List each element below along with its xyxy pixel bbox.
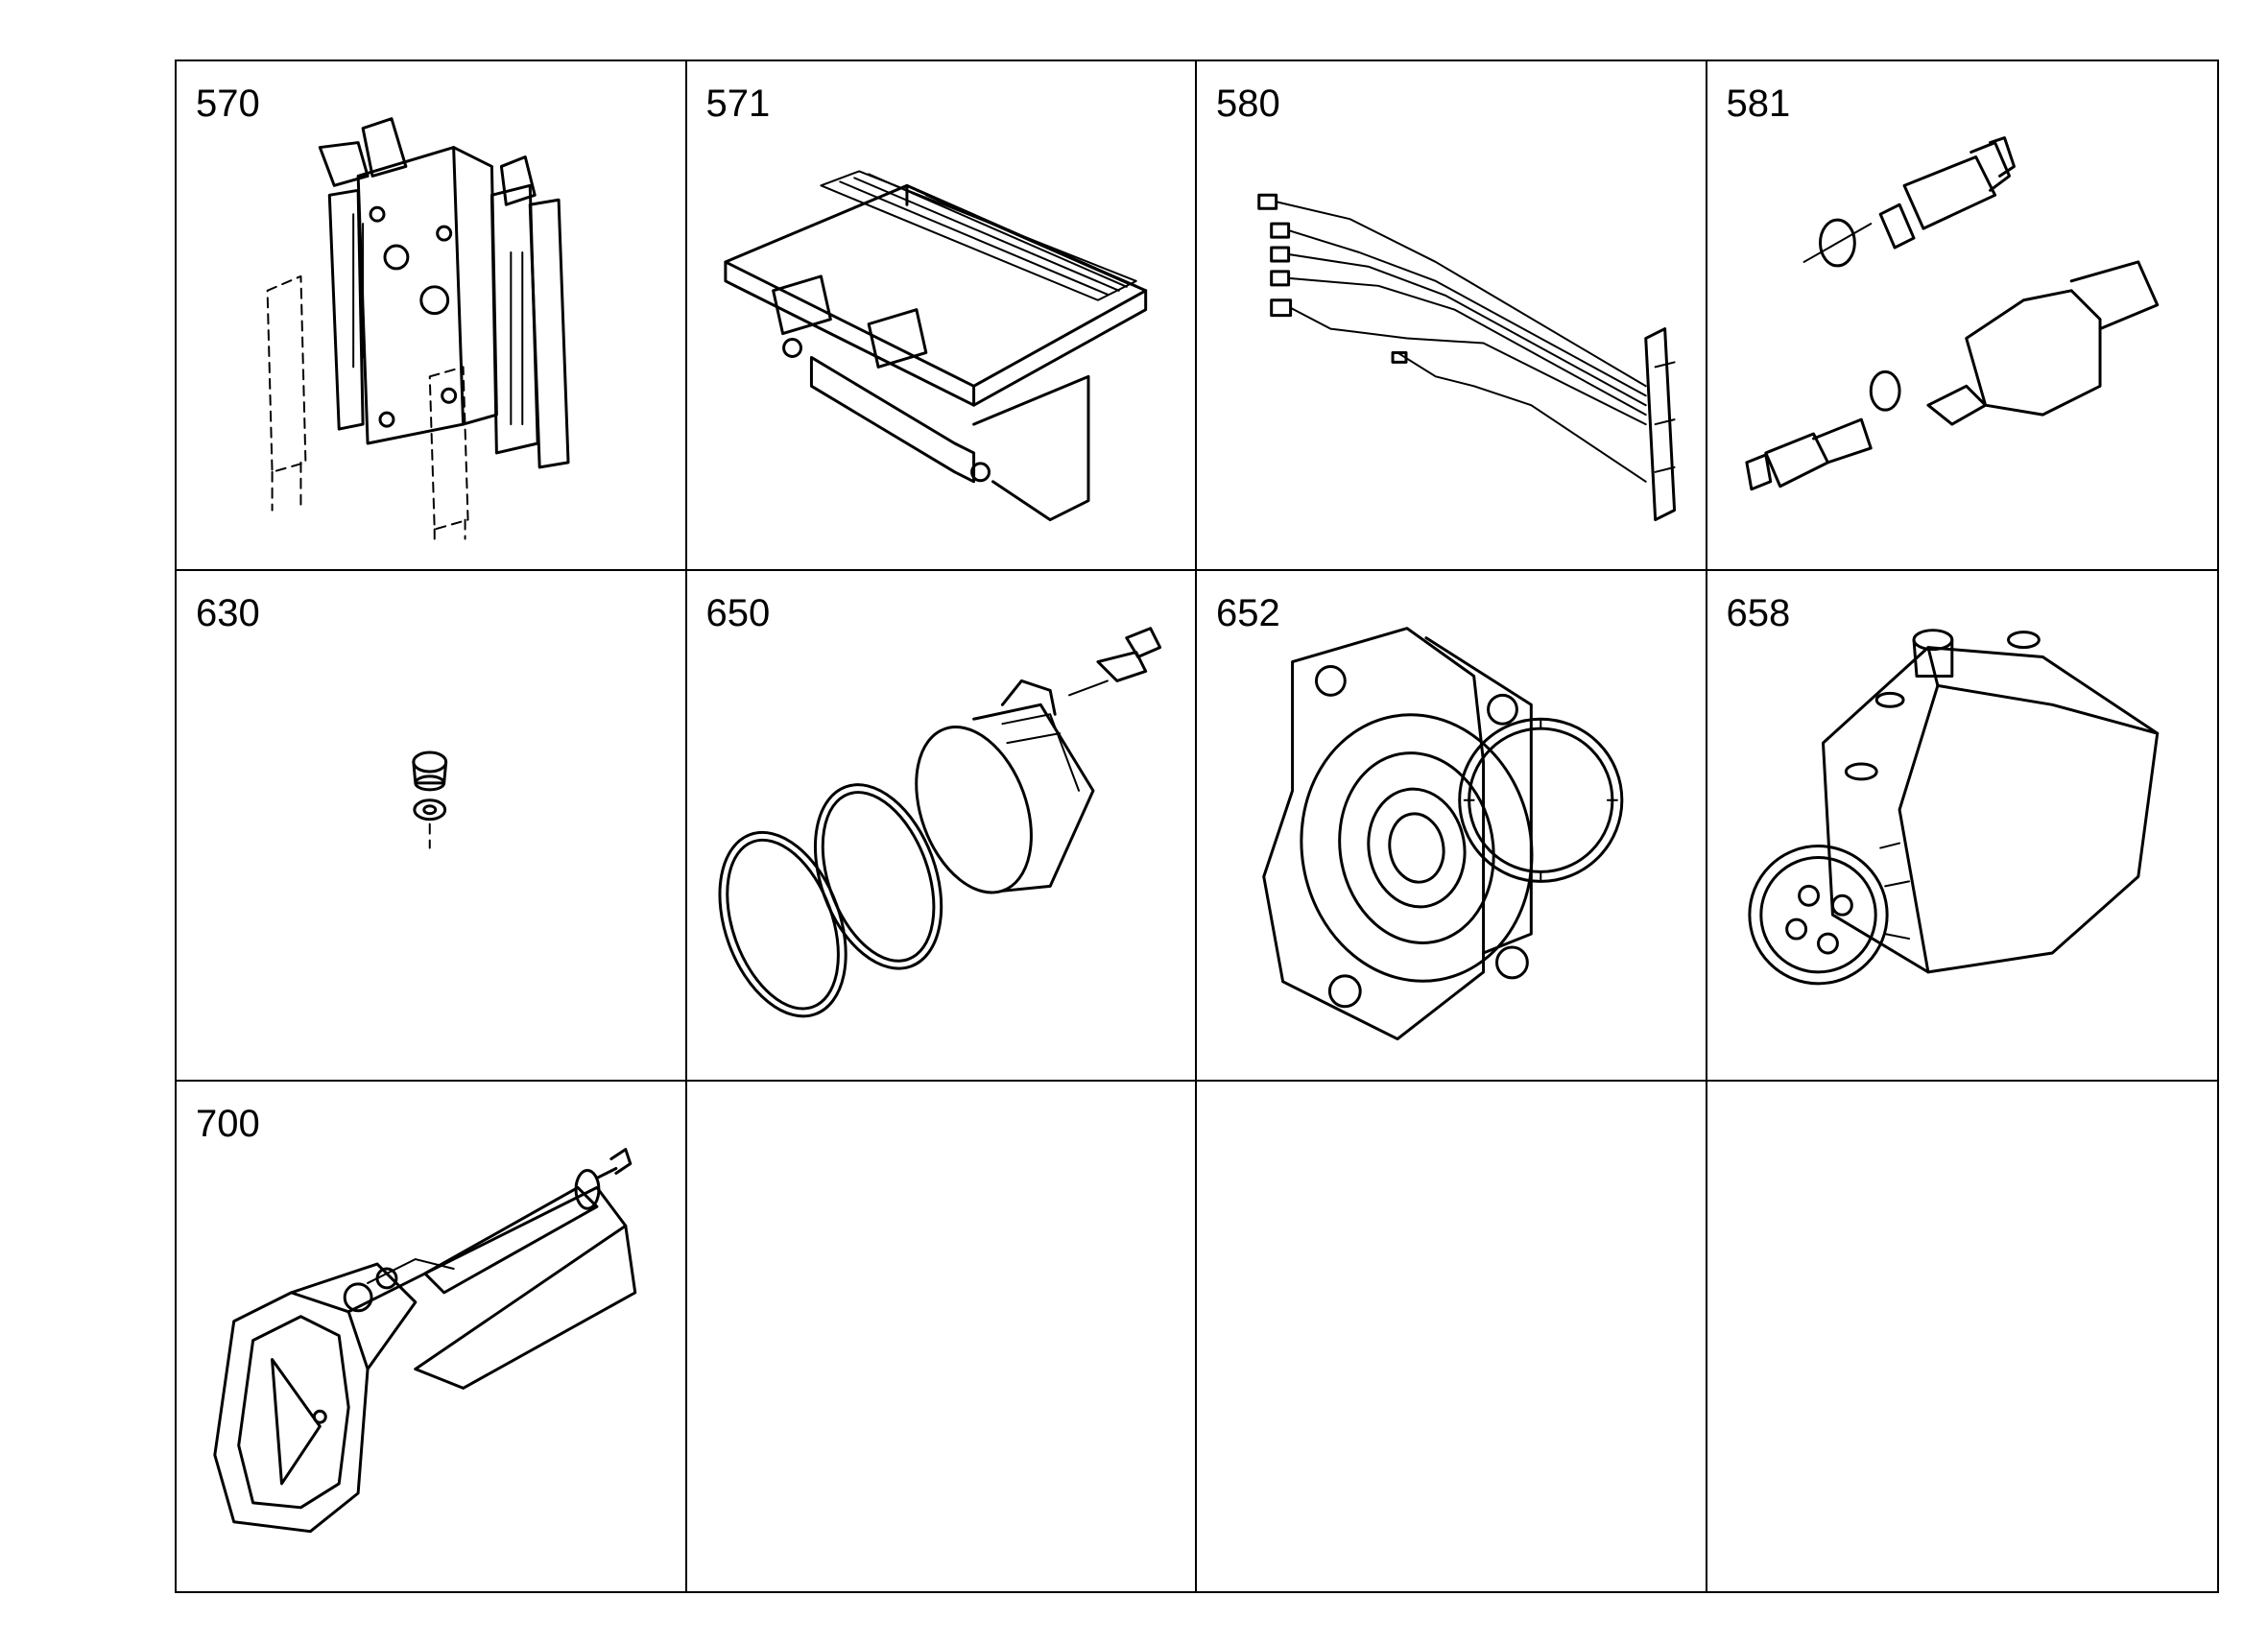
- part-cell-581[interactable]: 581: [1707, 61, 2217, 572]
- ecu-bracket-assembly-icon: [266, 117, 570, 540]
- part-cell-658[interactable]: 658: [1707, 571, 2217, 1082]
- actuator-housing-icon: [213, 1147, 637, 1533]
- part-number: 700: [196, 1102, 260, 1145]
- empty-cell: [687, 1081, 1197, 1591]
- flange-and-o-rings-icon: [717, 627, 1161, 1018]
- part-number: 652: [1216, 592, 1280, 635]
- part-number: 658: [1726, 592, 1791, 635]
- sensor-kit-icon: [1744, 136, 2159, 491]
- part-cell-700[interactable]: 700: [177, 1081, 687, 1591]
- part-number: 650: [705, 592, 771, 635]
- wiring-harness-icon: [1257, 193, 1677, 522]
- part-cell-570[interactable]: 570: [177, 61, 687, 572]
- part-cell-630[interactable]: 630: [177, 571, 687, 1082]
- part-number: 581: [1726, 83, 1791, 125]
- part-cell-652[interactable]: 652: [1197, 571, 1707, 1082]
- empty-cell: [1197, 1081, 1707, 1591]
- plug-and-washer-icon: [412, 751, 448, 849]
- gear-pump-housing-icon: [1262, 627, 1624, 1041]
- parts-grid: 570 571: [175, 60, 2219, 1593]
- part-number: 630: [196, 592, 260, 635]
- part-number: 571: [705, 83, 771, 125]
- part-cell-571[interactable]: 571: [686, 61, 1197, 572]
- control-unit-icon: [723, 170, 1147, 522]
- part-number: 580: [1216, 83, 1280, 125]
- part-cell-580[interactable]: 580: [1197, 61, 1707, 572]
- part-cell-650[interactable]: 650: [686, 571, 1197, 1082]
- part-number: 570: [196, 83, 260, 125]
- injection-pump-icon: [1747, 629, 2159, 986]
- empty-cell: [1707, 1082, 2218, 1591]
